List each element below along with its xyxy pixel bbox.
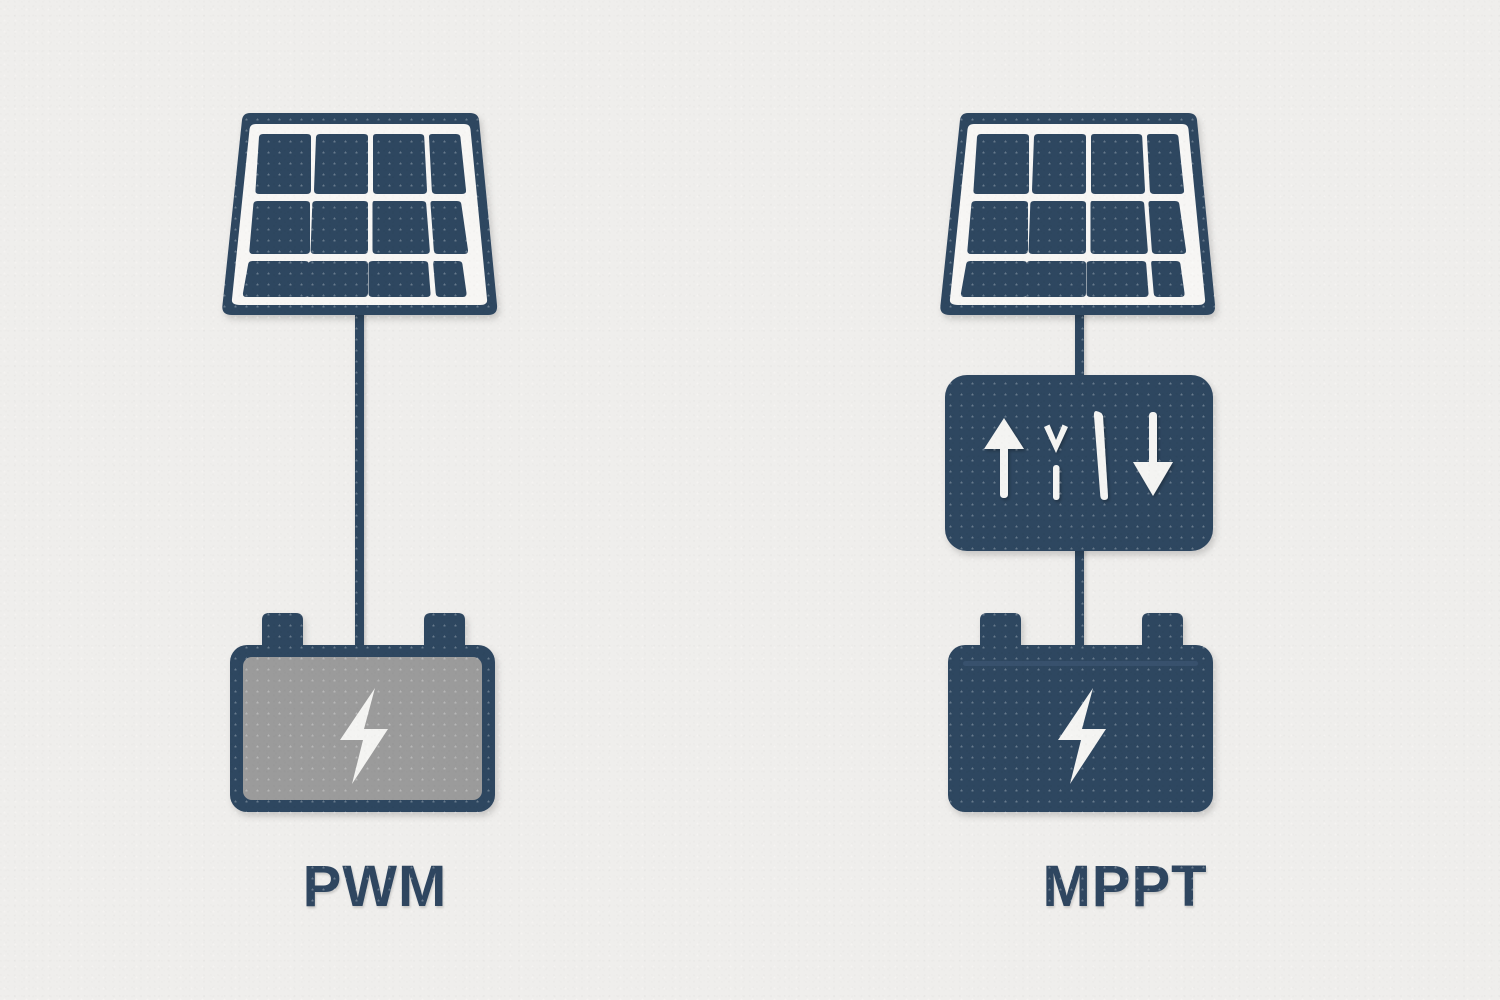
wire-panel-to-battery [355, 300, 364, 660]
arrow-up-icon [984, 418, 1024, 498]
mppt-graphics [940, 113, 1216, 812]
wire-controller-to-battery [1075, 540, 1084, 662]
mppt-controller-box [945, 375, 1213, 551]
column-label-mppt: MPPT [1042, 854, 1208, 919]
battery-icon [230, 613, 495, 812]
chevron-down-small-icon [1044, 424, 1068, 453]
lightning-bolt-icon [340, 688, 388, 784]
column-label-pwm: PWM [302, 854, 448, 919]
battery-icon [948, 613, 1213, 812]
wire-panel-to-controller [1075, 300, 1084, 385]
tick-line-tall-icon [1093, 411, 1109, 500]
lightning-bolt-icon [1058, 688, 1106, 784]
solar-panel-icon [222, 113, 498, 315]
column-mppt: MPPT [750, 0, 1500, 1000]
tick-line-short-icon [1053, 465, 1060, 500]
arrow-down-icon [1133, 412, 1173, 496]
solar-panel-icon [940, 113, 1216, 315]
pwm-graphics [222, 113, 498, 812]
column-pwm: PWM [222, 113, 498, 919]
